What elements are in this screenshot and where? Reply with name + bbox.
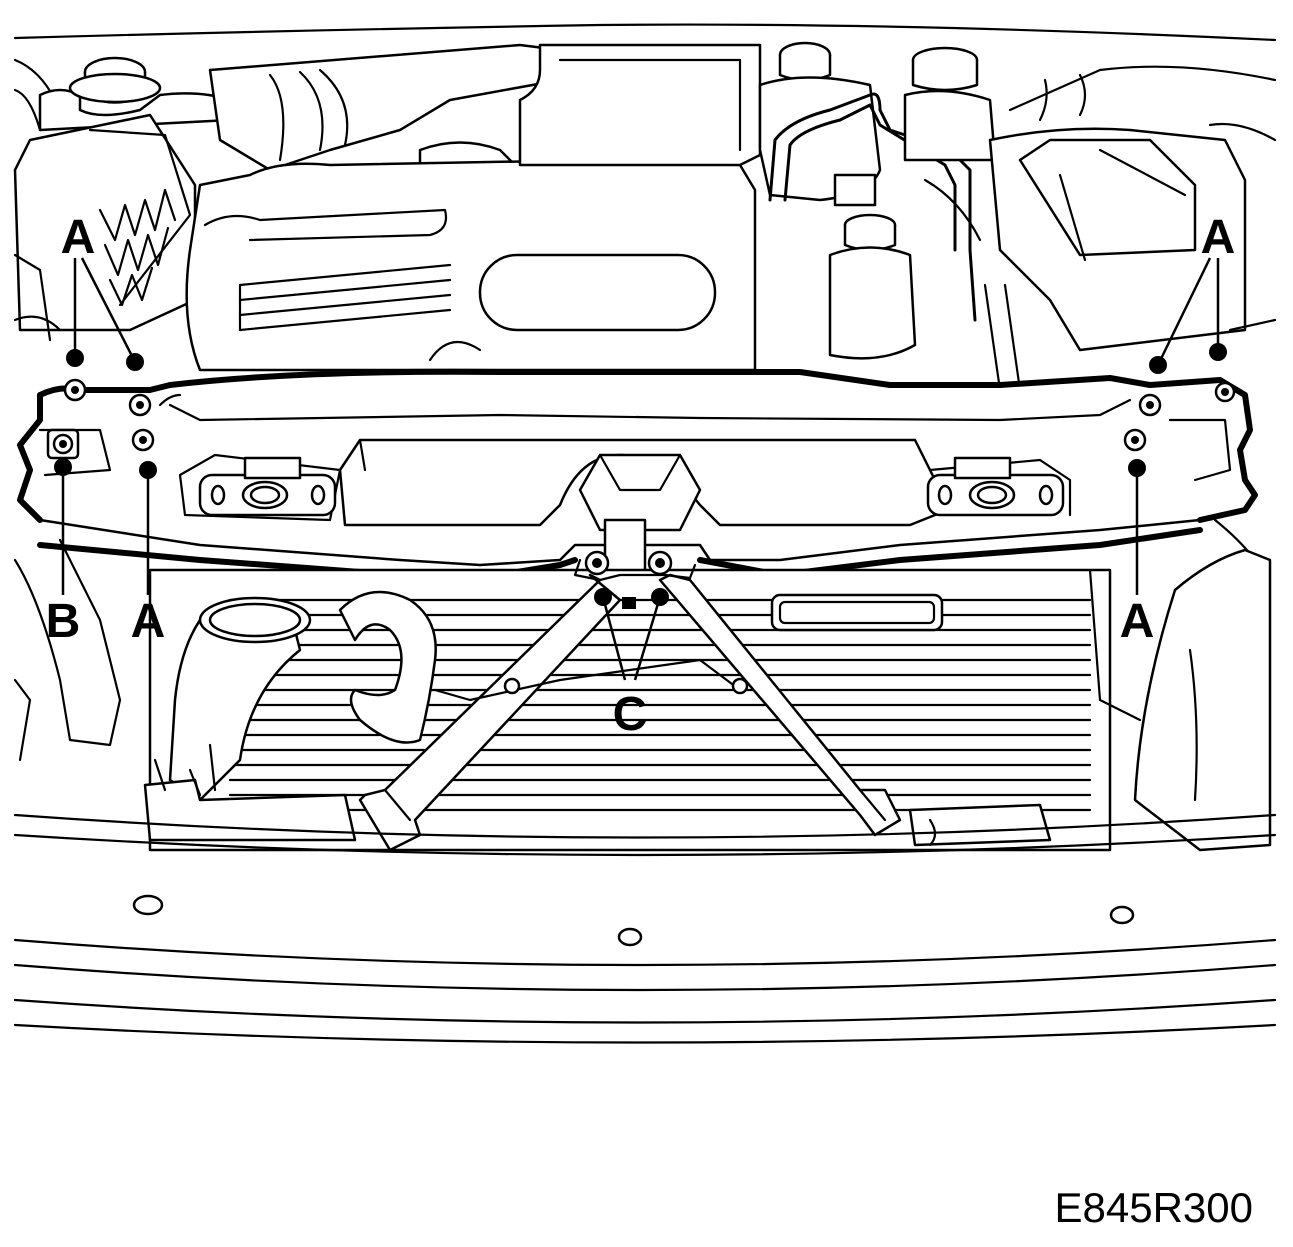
bolt-a-upper-right-2 [1214, 381, 1236, 403]
bolt-c-left [584, 550, 610, 576]
callout-c-center: C [613, 688, 648, 741]
callout-a-lower-right: A [1120, 595, 1155, 648]
radiator-brace [358, 558, 902, 852]
callout-b-left: B [46, 595, 81, 648]
bolt-a-lower-right [1123, 428, 1147, 452]
callout-a-top-left: A [61, 211, 96, 264]
bolt-a-upper-right-1 [1138, 393, 1162, 417]
air-filter-ribs [98, 188, 177, 307]
callout-a-lower-left: A [131, 595, 166, 648]
bolt-a-upper-left-2 [128, 393, 152, 417]
callout-labels: A A B A A C [46, 211, 1236, 741]
engine-components [13, 23, 1277, 392]
engine-cover-ribs [238, 263, 452, 332]
front-bumper [13, 813, 1277, 1044]
bolt-c-right [647, 550, 673, 576]
callout-a-top-right: A [1201, 211, 1236, 264]
bolt-b-left [46, 428, 80, 460]
radiator [143, 568, 1112, 852]
side-structures [13, 253, 1277, 852]
callout-leaders [54, 257, 1227, 681]
bolt-a-upper-left-1 [63, 378, 87, 402]
front-crossmember [17, 368, 1258, 592]
figure-code: E845R300 [1055, 1184, 1254, 1231]
bolt-a-lower-left [131, 428, 155, 452]
mounting-bolts [46, 378, 1236, 576]
